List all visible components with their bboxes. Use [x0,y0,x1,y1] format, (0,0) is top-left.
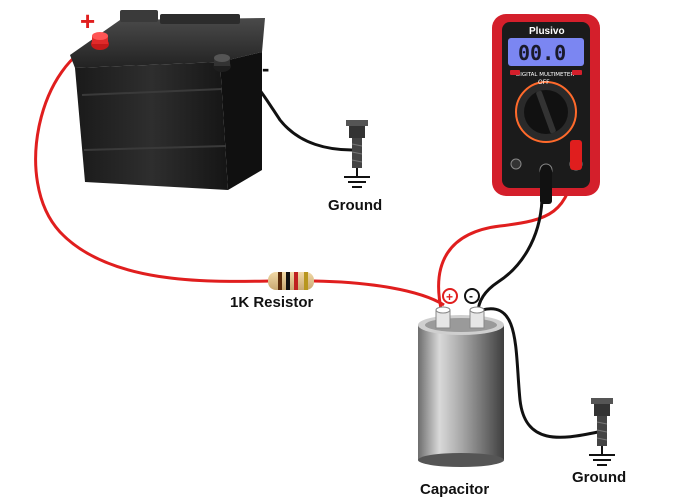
ground-label-capacitor: Ground [572,469,626,486]
battery-minus-label: - [262,56,269,81]
dial-off-label: OFF [538,79,550,86]
battery-negative-terminal [213,54,231,72]
red-wire-resistor [313,279,445,307]
multimeter-brand: Plusivo [529,26,565,37]
ground-bolt-battery [344,120,370,188]
capacitor-minus-marker: - [464,288,480,304]
black-wire-cap-ground [481,307,599,439]
resistor-1k [268,272,314,290]
battery-positive-terminal [91,32,109,50]
black-wire-meter [476,199,544,314]
ground-bolt-capacitor [589,398,615,466]
red-wire-meter [437,159,578,314]
hold-button[interactable] [510,70,520,75]
multimeter-lcd [508,38,584,66]
capacitor-label: Capacitor [420,481,489,498]
range-button[interactable] [572,70,582,75]
resistor-label: 1K Resistor [230,294,314,311]
car-battery [70,10,265,190]
multimeter-reading: 00.0 [518,41,566,65]
digital-multimeter: Plusivo 00.0 DIGITAL MULTIMETER OFF [492,14,600,204]
battery-plus-label: + [80,6,95,36]
capacitor [418,306,504,467]
multimeter-model: DIGITAL MULTIMETER [516,72,574,78]
svg-text:-: - [469,289,473,303]
svg-text:+: + [446,290,453,304]
ground-label-battery: Ground [328,197,382,214]
capacitor-plus-marker: + [442,288,458,304]
red-probe-plug [570,140,582,170]
black-probe-plug [540,168,552,204]
jack-10a [510,158,522,170]
red-wire-battery [34,40,271,283]
